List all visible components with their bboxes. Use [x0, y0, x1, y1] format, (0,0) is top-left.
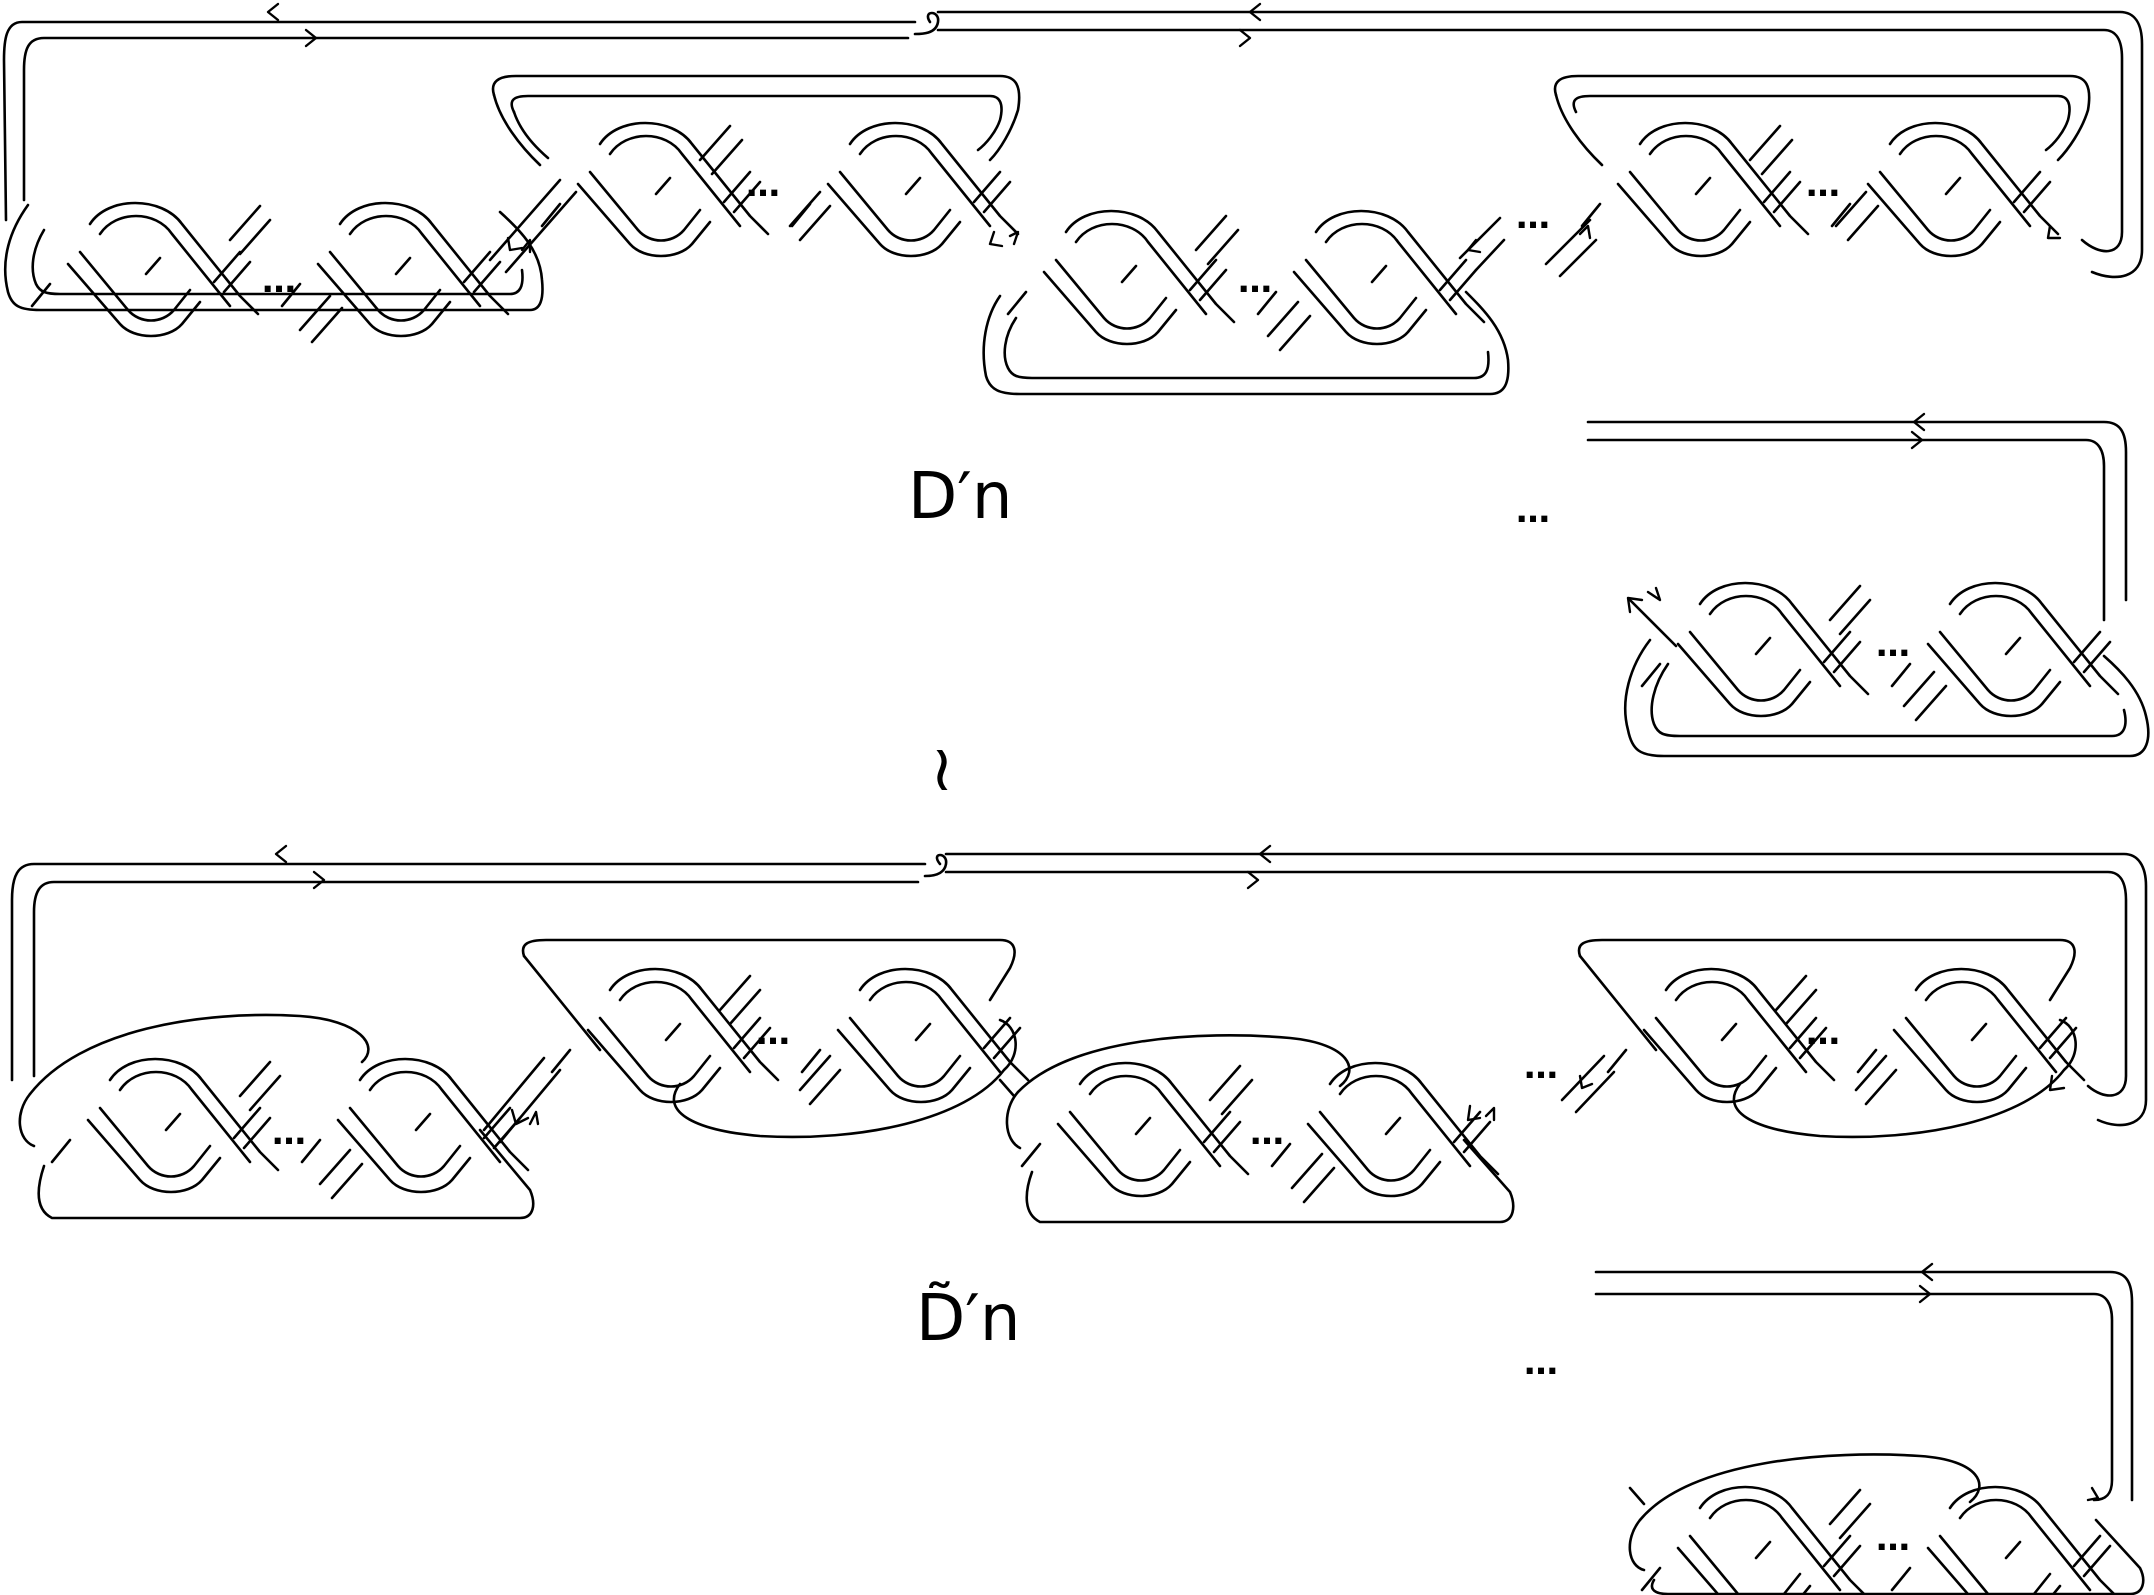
bottom-diagram: [10, 844, 2148, 1595]
top-diagram: [2, 2, 2150, 758]
ellipsis-bottom-band4: …: [1806, 1013, 1841, 1053]
ellipsis-top-between: …: [1516, 197, 1551, 237]
ellipsis-top-band2: …: [746, 165, 781, 205]
ellipsis-bottom-band1: …: [272, 1113, 307, 1153]
ellipsis-top-band5: …: [1876, 625, 1911, 665]
ellipsis-bottom-vertical: …: [1524, 1343, 1559, 1383]
ellipsis-top-band3: …: [1238, 261, 1273, 301]
ellipsis-bottom-band3: …: [1250, 1113, 1285, 1153]
ellipsis-bottom-band2: …: [756, 1013, 791, 1053]
top-diagram-label: D′n: [908, 460, 1012, 534]
bottom-diagram-label: D̃′n: [916, 1280, 1020, 1356]
ellipsis-bottom-between: …: [1524, 1047, 1559, 1087]
ellipsis-top-vertical: …: [1516, 491, 1551, 531]
equivalence-symbol: ≀: [930, 732, 954, 806]
ellipsis-bottom-band5: …: [1876, 1519, 1911, 1559]
ellipsis-top-band4: …: [1806, 165, 1841, 205]
ellipsis-top-band1: …: [262, 261, 297, 301]
